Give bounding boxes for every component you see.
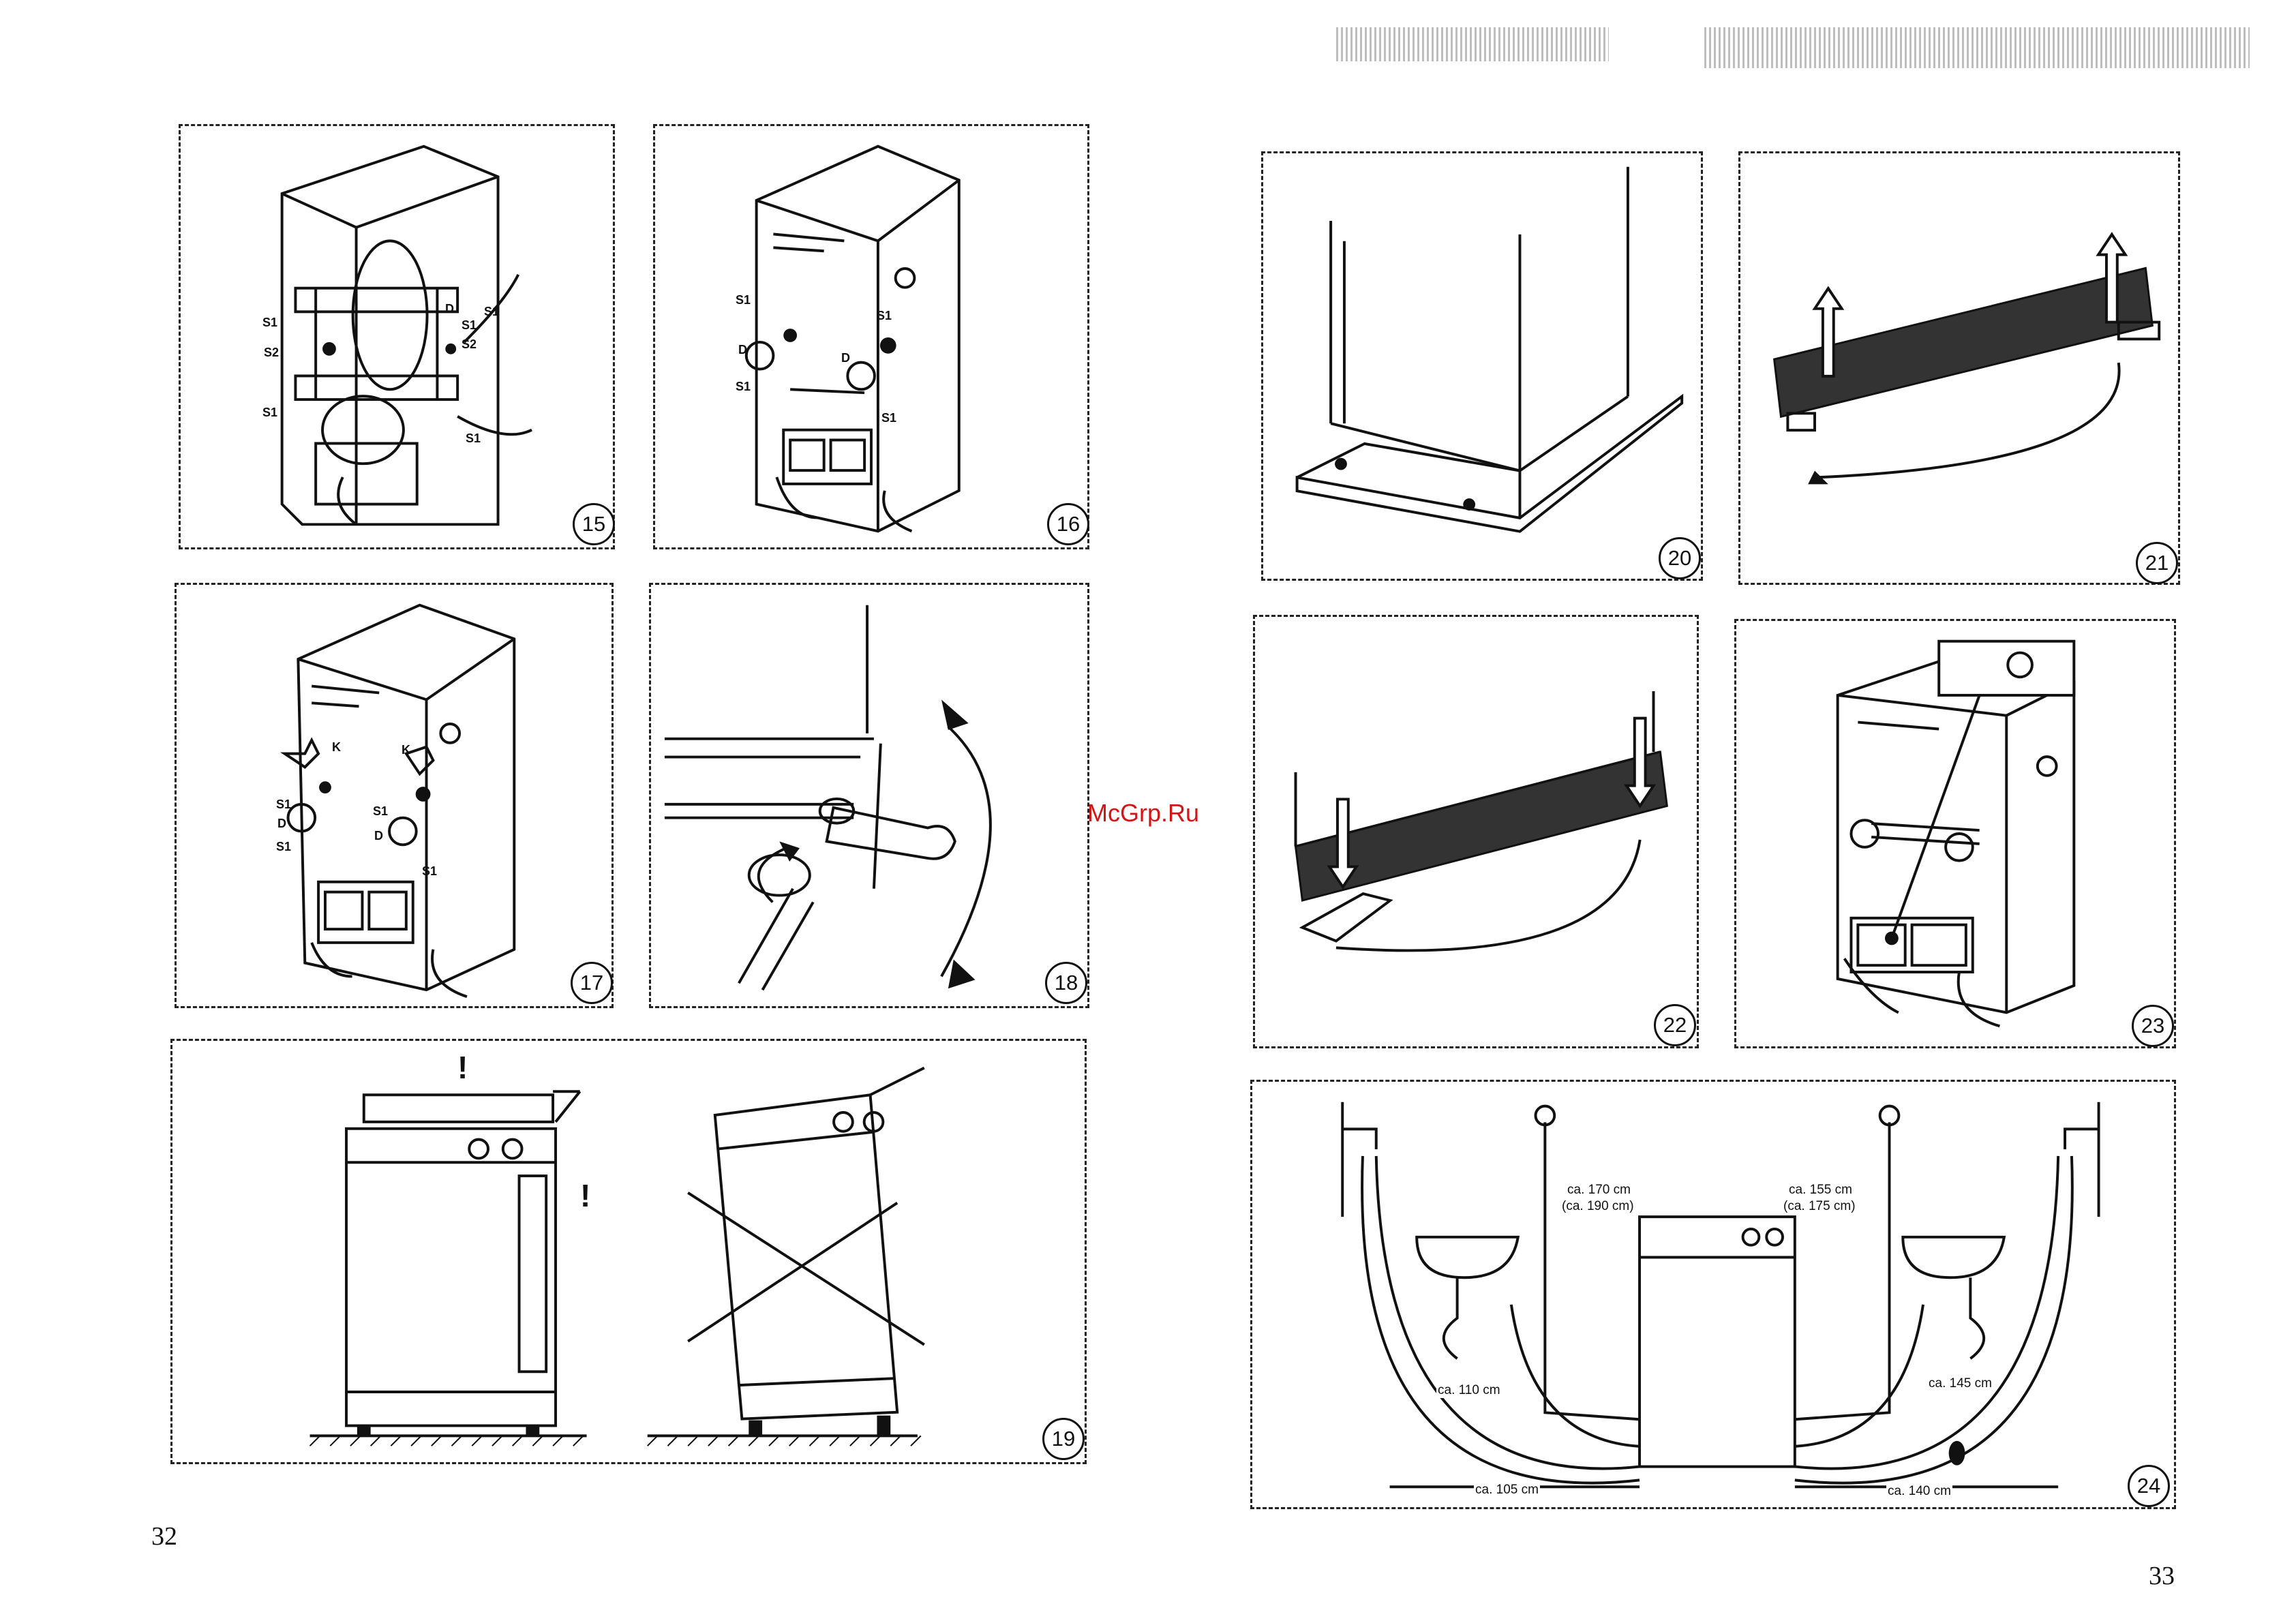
label-k: K <box>402 743 410 757</box>
figure-number: 23 <box>2132 1005 2174 1047</box>
figure-16-panel: S1 D S1 S1 D S1 16 <box>653 124 1089 549</box>
scan-noise <box>1704 27 2250 68</box>
figure-number: 17 <box>571 962 613 1004</box>
dimension-label: (ca. 190 cm) <box>1560 1199 1635 1214</box>
figure-21-illustration <box>1740 153 2178 583</box>
figure-21-panel: 21 <box>1738 151 2180 585</box>
label-s2: S2 <box>462 337 477 352</box>
label-s1: S1 <box>736 380 751 394</box>
label-s1: S1 <box>262 406 277 420</box>
label-s1: S1 <box>276 798 291 812</box>
figure-19-illustration <box>172 1041 1085 1462</box>
figure-22-illustration <box>1255 617 1697 1046</box>
label-d: D <box>841 351 850 365</box>
figure-number: 20 <box>1659 537 1701 579</box>
figure-16-illustration <box>655 126 1087 547</box>
label-s1: S1 <box>877 309 892 323</box>
figure-20-panel: 20 <box>1261 151 1703 581</box>
watermark: McGrp.Ru <box>1087 799 1199 828</box>
label-s1: S1 <box>462 318 477 333</box>
figure-18-illustration <box>651 585 1087 1006</box>
label-s1: S1 <box>276 840 291 854</box>
figure-23-panel: 23 <box>1734 619 2176 1048</box>
page-number-right: 33 <box>2149 1561 2175 1591</box>
dimension-label: ca. 155 cm <box>1787 1183 1854 1198</box>
warning-mark: ! <box>580 1177 590 1214</box>
label-s1: S1 <box>484 305 499 319</box>
figure-number: 24 <box>2128 1465 2170 1507</box>
label-k: K <box>332 740 341 755</box>
warning-mark: ! <box>457 1049 468 1086</box>
figure-19-panel: ! ! 19 <box>170 1039 1087 1464</box>
figure-number: 19 <box>1042 1418 1085 1460</box>
figure-number: 18 <box>1045 962 1087 1004</box>
label-s2: S2 <box>264 346 279 360</box>
figure-22-panel: 22 <box>1253 615 1699 1048</box>
dimension-label: ca. 170 cm <box>1566 1183 1632 1198</box>
label-d: D <box>445 302 454 316</box>
figure-24-illustration <box>1252 1082 2174 1507</box>
page-number-left: 32 <box>151 1521 177 1551</box>
label-s1: S1 <box>881 411 896 425</box>
figure-23-illustration <box>1736 621 2174 1046</box>
figure-15-illustration <box>181 126 613 547</box>
dimension-label: (ca. 175 cm) <box>1782 1199 1857 1214</box>
figure-number: 22 <box>1654 1004 1696 1046</box>
figure-number: 15 <box>573 503 615 545</box>
label-d: D <box>374 829 383 843</box>
dimension-label: ca. 145 cm <box>1927 1376 1993 1391</box>
figure-15-panel: S1 S2 S1 S1 S2 D S1 S1 15 <box>179 124 615 549</box>
label-s1: S1 <box>422 864 437 879</box>
label-s1: S1 <box>736 293 751 307</box>
figure-number: 16 <box>1047 503 1089 545</box>
figure-17-panel: K K S1 D S1 S1 D S1 17 <box>175 583 614 1008</box>
scan-noise <box>1336 27 1609 61</box>
figure-24-panel: ca. 170 cm (ca. 190 cm) ca. 155 cm (ca. … <box>1250 1080 2176 1509</box>
figure-18-panel: 18 <box>649 583 1089 1008</box>
dimension-label: ca. 110 cm <box>1436 1383 1502 1398</box>
dimension-label: ca. 105 cm <box>1474 1483 1540 1498</box>
label-s1: S1 <box>466 431 481 446</box>
label-s1: S1 <box>262 316 277 330</box>
figure-17-illustration <box>177 585 611 1006</box>
figure-20-illustration <box>1263 153 1701 579</box>
label-d: D <box>277 817 286 831</box>
label-s1: S1 <box>373 804 388 819</box>
dimension-label: ca. 140 cm <box>1886 1484 1952 1499</box>
label-d: D <box>738 343 747 357</box>
figure-number: 21 <box>2136 542 2178 584</box>
